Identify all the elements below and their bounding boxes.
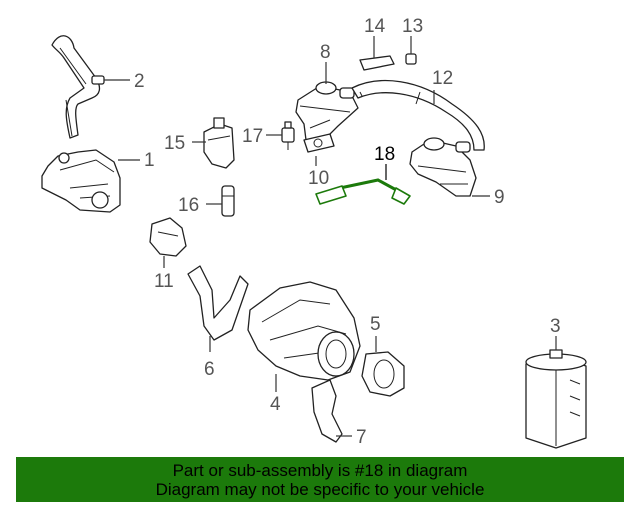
callout-2[interactable]: 2 [134,71,145,92]
parts-diagram: 2 1 15 17 16 14 13 [41,16,587,449]
part-14-fitting[interactable] [359,55,395,71]
callout-14[interactable]: 14 [364,16,386,37]
callout-11[interactable]: 11 [154,271,174,292]
callout-10[interactable]: 10 [308,168,329,189]
part-7-shield[interactable] [311,379,343,443]
part-10-gasket[interactable] [303,133,335,153]
part-18-oxygen-sensor[interactable] [315,178,411,205]
callout-13[interactable]: 13 [402,16,423,37]
callout-12[interactable]: 12 [432,68,453,89]
part-17-connector[interactable] [281,121,295,150]
callout-15[interactable]: 15 [164,133,185,154]
part-16-plug[interactable] [221,185,235,217]
part-4-air-pump[interactable] [247,281,361,381]
part-6-bracket[interactable] [187,265,249,341]
callout-7[interactable]: 7 [356,427,367,448]
callout-1[interactable]: 1 [144,150,155,171]
part-5-seal[interactable] [361,351,405,397]
callout-9[interactable]: 9 [494,187,505,208]
part-8-valve[interactable] [295,81,359,151]
notice-line-2: Diagram may not be specific to your vehi… [155,480,485,499]
notice-banner: Part or sub-assembly is #18 in diagram D… [16,457,624,502]
callout-17[interactable]: 17 [242,126,263,147]
callout-8[interactable]: 8 [320,42,331,63]
callout-6[interactable]: 6 [204,359,215,380]
part-11-bracket[interactable] [149,217,187,257]
callout-16[interactable]: 16 [178,195,199,216]
callout-5[interactable]: 5 [370,314,381,335]
part-2-hose[interactable] [51,35,105,139]
part-1-pump[interactable] [41,149,121,213]
part-15-sensor[interactable] [203,117,235,169]
callout-3[interactable]: 3 [550,316,561,337]
callout-18[interactable]: 18 [374,144,395,165]
callout-4[interactable]: 4 [270,394,281,415]
part-12-hose[interactable] [351,79,485,151]
part-13-clip[interactable] [405,53,417,65]
notice-line-1: Part or sub-assembly is #18 in diagram [172,461,468,480]
part-9-valve[interactable] [409,137,477,197]
part-3-canister[interactable] [525,349,587,449]
